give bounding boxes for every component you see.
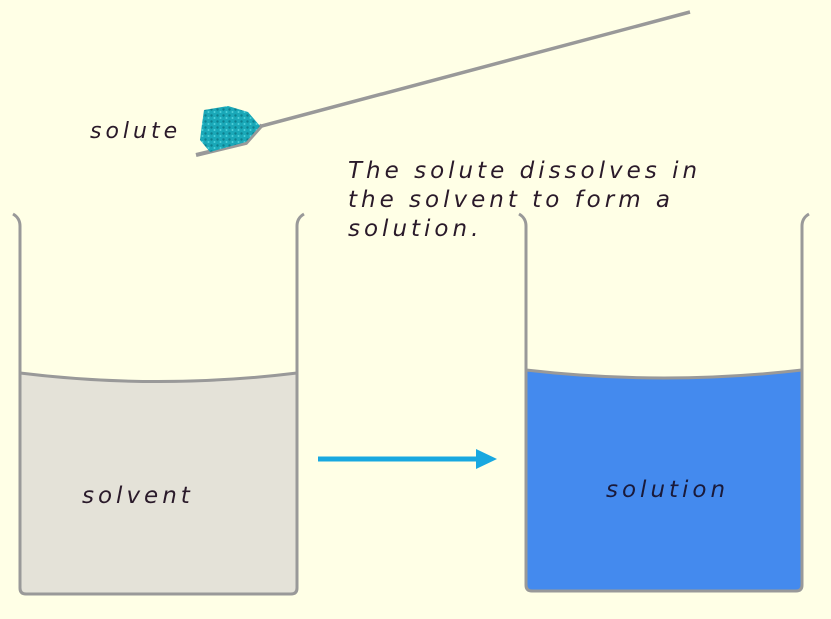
solute-crystal xyxy=(200,106,260,152)
description-line-3: solution. xyxy=(348,216,482,242)
solvent-liquid xyxy=(20,373,297,594)
beaker-outline xyxy=(518,212,810,593)
solution-liquid xyxy=(526,370,802,591)
description-line-1: The solute dissolves in xyxy=(348,158,701,184)
solvent-beaker: solvent xyxy=(12,212,305,596)
arrow-icon xyxy=(318,449,497,469)
beaker-outline xyxy=(12,212,305,596)
spatula-handle xyxy=(257,10,691,129)
solution-beaker: solution xyxy=(518,212,810,593)
solvent-label: solvent xyxy=(82,483,194,509)
description-line-2: the solvent to form a xyxy=(348,187,674,213)
solution-label: solution xyxy=(606,477,729,503)
solute-label: solute xyxy=(90,119,181,144)
